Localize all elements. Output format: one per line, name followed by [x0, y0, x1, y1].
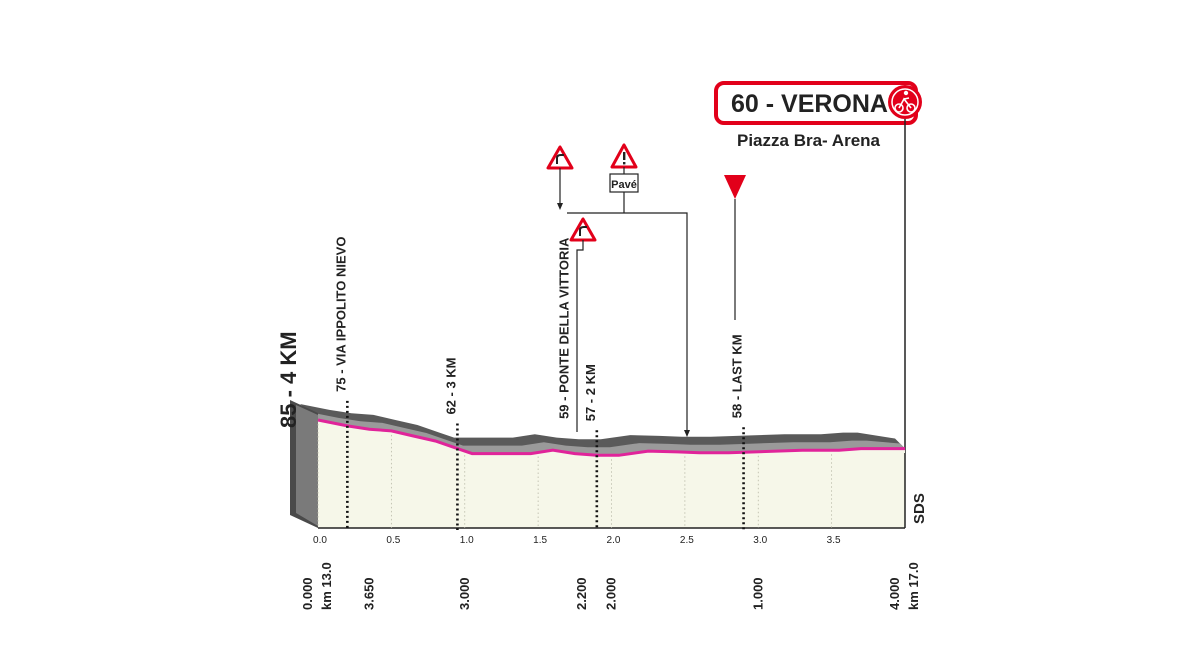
finish-subtitle: Piazza Bra- Arena: [737, 131, 881, 150]
curve-left-warning-icon: [546, 145, 574, 170]
curve-right-warning-icon: [569, 217, 597, 242]
bottom-labels-group: 0.000 km 13.0 3.650 3.000 2.200 2.000 1.000 4.0…: [300, 562, 921, 610]
road-line: [317, 418, 905, 457]
bottom-distance-label: 3.650: [361, 577, 376, 610]
sds-label: SDS: [911, 493, 928, 524]
bottom-distance-label: 2.000: [604, 577, 619, 610]
km-tick-label: 2.0: [607, 535, 621, 546]
marker-label: 59 - PONTE DELLA VITTORIA: [556, 237, 571, 419]
bottom-distance-label: km 13.0: [319, 562, 334, 610]
stage-header: 85 - 4 KM: [276, 331, 301, 428]
pave-end-arrow: [684, 430, 690, 437]
curve-left-arrow: [557, 203, 563, 210]
finish-badge-label: 60 - VERONA: [731, 90, 888, 118]
marker-label: 62 - 3 KM: [443, 357, 458, 414]
bottom-distance-label: 0.000: [300, 577, 315, 610]
finish-badge: 60 - VERONA: [714, 81, 922, 125]
pave-label: Pavé: [611, 179, 637, 191]
pave-section-bracket: [567, 192, 688, 432]
km-tick-label: 3.0: [753, 535, 767, 546]
km-tick-label: 1.0: [460, 535, 474, 546]
km-tick-label: 2.5: [680, 535, 694, 546]
marker-label: 57 - 2 KM: [583, 364, 598, 421]
bottom-distance-label: 1.000: [750, 577, 765, 610]
marker-label: 75 - VIA IPPOLITO NIEVO: [333, 237, 348, 392]
bottom-distance-label: 2.200: [574, 577, 589, 610]
finish-cyclist-icon: [888, 85, 922, 119]
curve-right-connector: [576, 240, 584, 432]
last-km-flag-icon: [724, 175, 746, 199]
marker-label: 58 - LAST KM: [730, 334, 745, 418]
danger-warning-icon: [610, 143, 638, 169]
bottom-distance-label: km 17.0: [906, 562, 921, 610]
km-tick-label: 0.0: [313, 535, 327, 546]
km-tick-label: 1.5: [533, 535, 547, 546]
markers-group: 75 - VIA IPPOLITO NIEVO 62 - 3 KM 59 - PON…: [333, 237, 745, 530]
km-tick-label: 0.5: [386, 535, 400, 546]
bottom-distance-label: 3.000: [457, 577, 472, 610]
km-tick-label: 3.5: [827, 535, 841, 546]
km-ticks-group: 0.0 0.5 1.0 1.5 2.0 2.5 3.0 3.5: [313, 424, 841, 546]
bottom-distance-label: 4.000: [887, 577, 902, 610]
profile-left-face-inner: [296, 405, 318, 526]
